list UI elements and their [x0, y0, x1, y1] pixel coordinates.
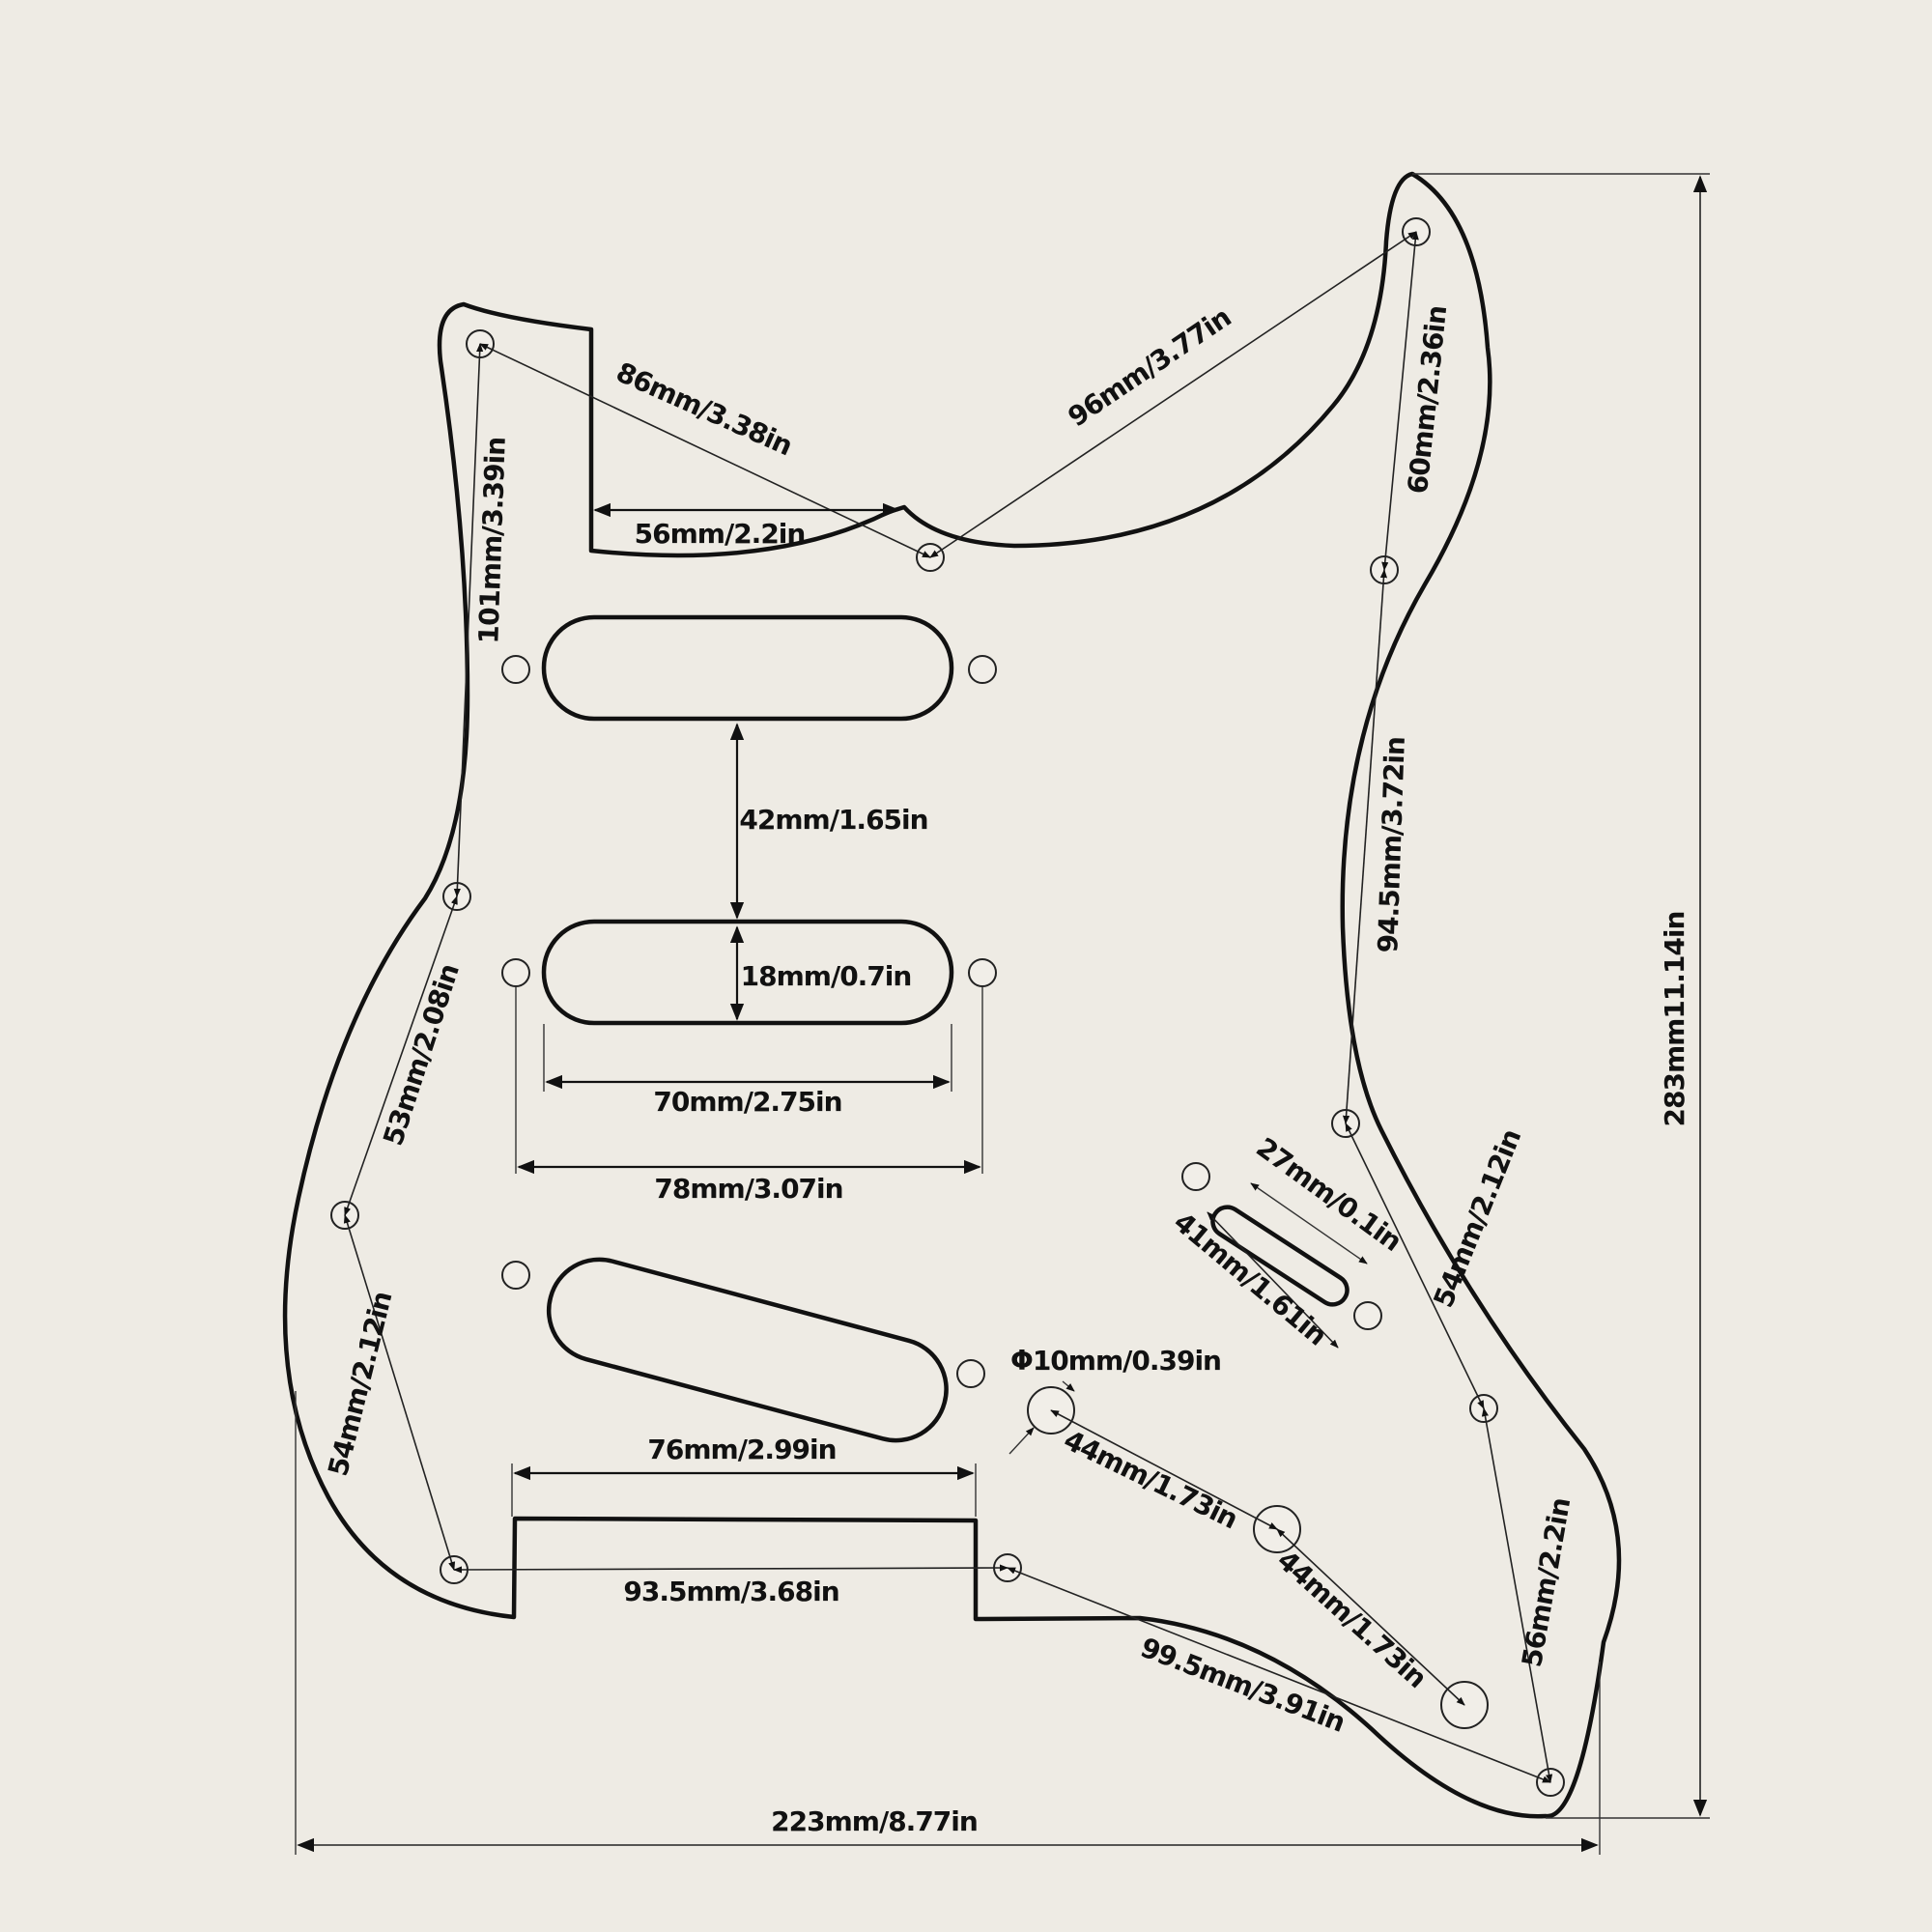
label-54-right: 54mm/2.12in	[1427, 1125, 1527, 1312]
dim-53-line	[344, 895, 458, 1216]
label-42: 42mm/1.65in	[739, 804, 927, 836]
neck-pickup-slot	[541, 614, 954, 722]
label-phi10: Φ10mm/0.39in	[1010, 1345, 1221, 1377]
label-76: 76mm/2.99in	[647, 1434, 836, 1465]
label-18: 18mm/0.7in	[741, 960, 912, 992]
label-93-5: 93.5mm/3.68in	[623, 1576, 838, 1607]
label-60: 60mm/2.36in	[1402, 304, 1453, 496]
screw-hole-icon	[501, 958, 530, 987]
label-54-left: 54mm/2.12in	[322, 1289, 398, 1479]
label-27: 27mm/0.1in	[1250, 1131, 1406, 1258]
label-94-5: 94.5mm/3.72in	[1372, 737, 1411, 953]
dim-94-5-line	[1342, 569, 1388, 1124]
label-56-top: 56mm/2.2in	[635, 518, 806, 550]
label-223: 223mm/8.77in	[771, 1805, 978, 1837]
screw-hole-icon	[968, 958, 997, 987]
screw-hole-icon	[1353, 1301, 1382, 1330]
dim-60-line	[1381, 231, 1419, 571]
label-96: 96mm/3.77in	[1063, 301, 1236, 433]
dim-99-5-line	[1007, 1567, 1551, 1783]
dim-93-5-line	[453, 1564, 1009, 1574]
screw-hole-icon	[968, 655, 997, 684]
label-44-a: 44mm/1.73in	[1059, 1424, 1242, 1535]
label-41: 41mm/1.61in	[1168, 1206, 1333, 1351]
middle-pickup-slot	[541, 919, 954, 1026]
dim-96-line	[929, 231, 1417, 558]
screw-hole-icon	[956, 1359, 985, 1388]
phi10-leader-top	[1062, 1380, 1075, 1392]
screw-hole-icon	[501, 655, 530, 684]
dim-44-a-line	[1050, 1409, 1278, 1530]
label-53: 53mm/2.08in	[377, 960, 466, 1150]
phi10-leader-bottom	[1009, 1427, 1035, 1455]
dim-41-line	[1207, 1211, 1339, 1349]
screw-hole-icon	[501, 1261, 530, 1290]
dim-54-right-line	[1345, 1122, 1485, 1409]
dimension-labels: 86mm/3.38in 96mm/3.77in 56mm/2.2in 60mm/…	[322, 301, 1690, 1837]
label-86: 86mm/3.38in	[611, 356, 797, 463]
label-70: 70mm/2.75in	[653, 1086, 841, 1118]
dimension-lines	[295, 173, 1710, 1855]
dim-56-right-line	[1481, 1407, 1553, 1783]
screw-hole-icon	[1181, 1162, 1210, 1191]
dim-101-line	[453, 343, 484, 897]
bridge-pickup-slot	[546, 1257, 949, 1443]
dim-86-line	[479, 343, 931, 558]
dim-54-left-line	[343, 1214, 456, 1571]
label-56-right: 56mm/2.2in	[1516, 1495, 1577, 1669]
label-283: 283mm11.14in	[1659, 912, 1690, 1127]
label-101: 101mm/3.39in	[472, 437, 511, 644]
label-78: 78mm/3.07in	[654, 1173, 842, 1205]
